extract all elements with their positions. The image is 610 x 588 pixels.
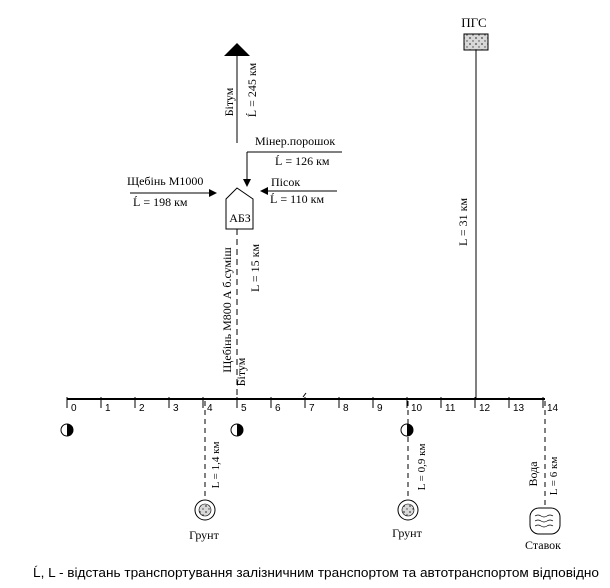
axis-tick-label: 13 bbox=[513, 403, 525, 414]
abz-plant-icon bbox=[225, 187, 254, 230]
pgs-quarry-icon bbox=[463, 33, 489, 51]
axis-tick-label: 4 bbox=[207, 403, 213, 414]
junction-marker-icon bbox=[400, 423, 414, 437]
abz-label: АБЗ bbox=[229, 211, 251, 225]
pgs-label: ПГС bbox=[461, 15, 486, 30]
bitum-top-distance: Ĺ = 245 км bbox=[245, 62, 259, 117]
grunt-2-distance: L = 0,9 км bbox=[416, 444, 428, 491]
junction-marker-icon bbox=[230, 423, 244, 437]
vertical-label-bitum: Бітум bbox=[234, 357, 248, 386]
axis-tick-label: 11 bbox=[445, 403, 456, 414]
axis-tick-label: 2 bbox=[139, 403, 145, 414]
legend-text: Ĺ, L - відстань транспортування залізнич… bbox=[33, 565, 599, 580]
axis-mark bbox=[302, 392, 307, 398]
stavok-resource: Вода bbox=[526, 461, 540, 487]
shcheben-m1000-label: Щебінь М1000 bbox=[127, 174, 203, 188]
axis-tick-label: 8 bbox=[343, 403, 349, 414]
stavok-label: Ставок bbox=[525, 538, 561, 552]
pisok-label: Пісок bbox=[271, 175, 300, 189]
junction-marker-icon bbox=[60, 423, 74, 437]
grunt-2-pit-icon bbox=[397, 499, 419, 521]
miner-label: Мінер.порошок bbox=[255, 134, 335, 148]
stavok-distance: L = 6 км bbox=[548, 457, 560, 496]
axis-tick-label: 10 bbox=[411, 403, 423, 414]
axis-tick-label: 0 bbox=[71, 403, 77, 414]
pond-icon bbox=[529, 507, 561, 535]
vertical-label-shcheben-m800: Щебінь М800 А б.суміш bbox=[220, 247, 234, 373]
grunt-1-label: Грунт bbox=[189, 528, 219, 542]
bitum-rail-station-icon bbox=[224, 43, 250, 56]
shcheben-m1000-distance: Ĺ = 198 км bbox=[133, 195, 188, 209]
pisok-distance: Ĺ = 110 км bbox=[270, 192, 324, 206]
grunt-2-label: Грунт bbox=[392, 526, 422, 540]
axis-tick-label: 9 bbox=[377, 403, 383, 414]
axis-tick-label: 5 bbox=[241, 403, 247, 414]
bitum-top-label: Бітум bbox=[222, 87, 236, 116]
grunt-1-pit-icon bbox=[194, 499, 216, 521]
miner-distance: Ĺ = 126 км bbox=[275, 154, 330, 168]
abz-distance: L = 15 км bbox=[248, 244, 262, 292]
axis-tick-label: 14 bbox=[547, 403, 559, 414]
axis-tick-label: 12 bbox=[479, 403, 491, 414]
axis-tick-label: 7 bbox=[309, 403, 315, 414]
pgs-distance: L = 31 км bbox=[456, 198, 470, 246]
axis-tick-label: 1 bbox=[105, 403, 111, 414]
axis-tick-label: 3 bbox=[173, 403, 179, 414]
grunt-1-distance: L = 1,4 км bbox=[210, 442, 222, 489]
axis-tick-label: 6 bbox=[275, 403, 281, 414]
